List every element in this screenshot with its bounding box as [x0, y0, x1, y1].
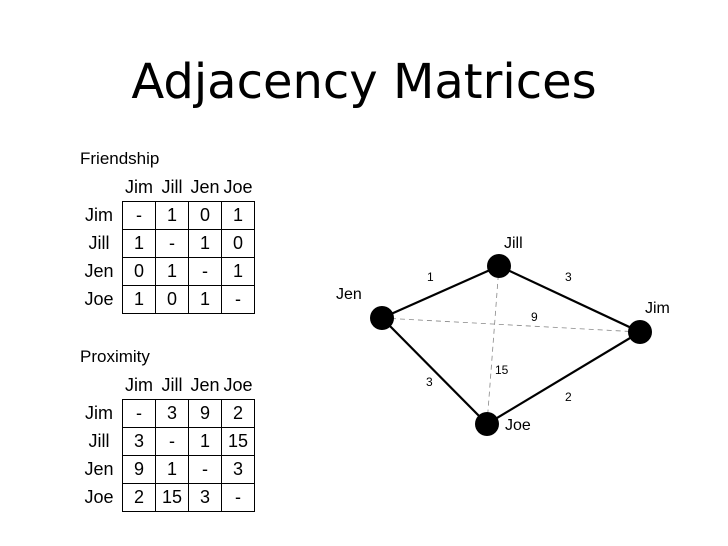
friendship-matrix: Jim Jill Jen Joe Jim - 1 0 1 Jill 1 - 1 … [78, 173, 255, 314]
edge-weight-label: 9 [531, 310, 538, 324]
proximity-row: Joe 2 15 3 - [78, 483, 255, 512]
friendship-row-header: Joe [84, 289, 114, 309]
proximity-row: Jill 3 - 1 15 [78, 427, 255, 456]
proximity-row-header: Joe [84, 487, 114, 507]
friendship-row: Joe 1 0 1 - [78, 285, 255, 314]
friendship-row: Jen 0 1 - 1 [78, 257, 255, 286]
node-label-jen: Jen [336, 286, 362, 303]
friendship-cell: 1 [155, 201, 189, 230]
proximity-cell: 9 [188, 399, 222, 428]
edge-jen-jill [381, 264, 500, 320]
node-label-jill: Jill [504, 235, 523, 252]
node-jim [628, 320, 652, 344]
friendship-cell: 0 [155, 285, 189, 314]
friendship-cell: 1 [155, 257, 189, 286]
friendship-col-header: Jen [190, 176, 220, 197]
proximity-cell: 9 [122, 455, 156, 484]
proximity-row: Jim - 3 9 2 [78, 399, 255, 428]
friendship-cell: 0 [122, 257, 156, 286]
friendship-col-header: Joe [223, 176, 253, 197]
friendship-header-row: Jim Jill Jen Joe [78, 173, 255, 202]
proximity-cell: 3 [188, 483, 222, 512]
node-jill [487, 254, 511, 278]
proximity-cell: 1 [155, 455, 189, 484]
proximity-cell: 2 [122, 483, 156, 512]
proximity-col-header: Jim [125, 374, 153, 395]
friendship-row-header: Jen [84, 261, 114, 281]
friendship-cell: - [122, 201, 156, 230]
friendship-row: Jill 1 - 1 0 [78, 229, 255, 258]
edge-weight-label: 15 [495, 363, 509, 377]
proximity-cell: - [122, 399, 156, 428]
friendship-row-header: Jill [88, 233, 110, 253]
proximity-cell: - [221, 483, 255, 512]
proximity-row: Jen 9 1 - 3 [78, 455, 255, 484]
proximity-cell: 3 [221, 455, 255, 484]
proximity-row-header: Jill [88, 431, 110, 451]
proximity-cell: 15 [221, 427, 255, 456]
proximity-cell: 3 [122, 427, 156, 456]
friendship-cell: - [188, 257, 222, 286]
friendship-cell: - [155, 229, 189, 258]
node-jen [370, 306, 394, 330]
friendship-cell: 1 [188, 285, 222, 314]
proximity-row-header: Jen [84, 459, 114, 479]
proximity-col-header: Jill [161, 374, 183, 395]
proximity-cell: 15 [155, 483, 189, 512]
proximity-cell: 3 [155, 399, 189, 428]
friendship-row: Jim - 1 0 1 [78, 201, 255, 230]
friendship-cell: 1 [122, 285, 156, 314]
edge-joe-jim [486, 331, 641, 425]
friendship-cell: 0 [188, 201, 222, 230]
proximity-row-header: Jim [85, 403, 113, 423]
proximity-header-row: Jim Jill Jen Joe [78, 371, 255, 400]
edge-weight-label: 1 [427, 270, 434, 284]
friendship-row-header: Jim [85, 205, 113, 225]
node-label-joe: Joe [505, 417, 531, 434]
proximity-cell: - [188, 455, 222, 484]
proximity-label: Proximity [80, 347, 150, 366]
edge-jill-jim [498, 265, 641, 333]
friendship-label: Friendship [80, 149, 160, 168]
proximity-cell: 2 [221, 399, 255, 428]
edge-weight-label: 2 [565, 390, 572, 404]
friendship-col-header: Jill [161, 176, 183, 197]
friendship-cell: - [221, 285, 255, 314]
proximity-cell: 1 [188, 427, 222, 456]
edge-jen-joe [381, 317, 488, 425]
edge-jill-joe [486, 265, 500, 425]
node-label-jim: Jim [645, 300, 670, 317]
friendship-cell: 0 [221, 229, 255, 258]
friendship-cell: 1 [221, 257, 255, 286]
proximity-matrix: Jim Jill Jen Joe Jim - 3 9 2 Jill 3 - 1 … [78, 371, 255, 512]
friendship-cell: 1 [188, 229, 222, 258]
proximity-col-header: Jen [190, 374, 220, 395]
node-joe [475, 412, 499, 436]
edge-weight-label: 3 [565, 270, 572, 284]
slide-title: Adjacency Matrices [131, 54, 597, 110]
edge-weight-label: 3 [426, 375, 433, 389]
friendship-cell: 1 [122, 229, 156, 258]
friendship-col-header: Jim [125, 176, 153, 197]
friendship-cell: 1 [221, 201, 255, 230]
edge-jen-jim [381, 317, 641, 333]
proximity-col-header: Joe [223, 374, 253, 395]
proximity-cell: - [155, 427, 189, 456]
